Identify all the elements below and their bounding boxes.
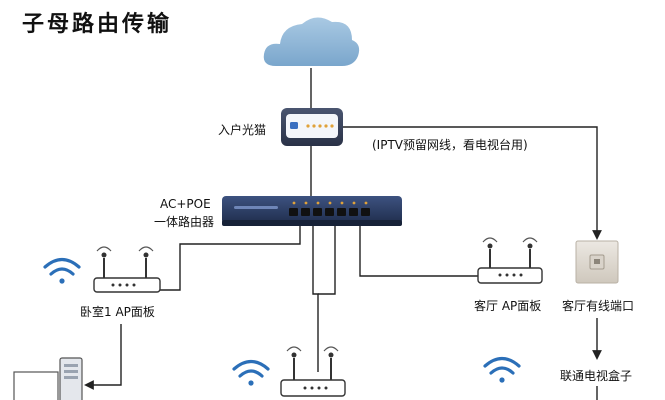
wired-port-label: 客厅有线端口 [562, 299, 635, 313]
cloud-icon [263, 17, 360, 66]
living-ap-label: 客厅 AP面板 [474, 299, 542, 313]
wifi-icon [483, 356, 521, 383]
modem-icon [281, 108, 343, 146]
router-label-line2: 一体路由器 [154, 215, 215, 229]
connection-lines [84, 68, 602, 400]
line-router-center [318, 224, 336, 295]
page-title: 子母路由传输 [22, 11, 173, 37]
line-bedroom-ap-pc [84, 324, 122, 390]
modem-label: 入户光猫 [218, 123, 267, 137]
line-iptv [343, 126, 602, 240]
bedroom-ap-label: 卧室1 AP面板 [80, 305, 155, 319]
tv-box-label: 联通电视盒子 [560, 369, 633, 383]
bedroom-ap-panel-icon [93, 246, 161, 293]
line-router-lower-ap [312, 224, 319, 372]
wall-port-icon [575, 240, 619, 284]
living-ap-panel-icon [477, 237, 543, 284]
line-router-living-ap [359, 224, 478, 277]
wifi-icon [43, 257, 81, 284]
iptv-annotation: (IPTV预留网线，看电视台用) [372, 138, 528, 152]
wifi-icon [232, 359, 270, 386]
ac-poe-router-icon [222, 196, 402, 226]
router-label-line1: AC+POE [160, 197, 211, 211]
lower-ap-panel-icon [280, 346, 346, 397]
line-router-bedroom-ap [132, 224, 301, 291]
computer-icon [13, 357, 83, 400]
